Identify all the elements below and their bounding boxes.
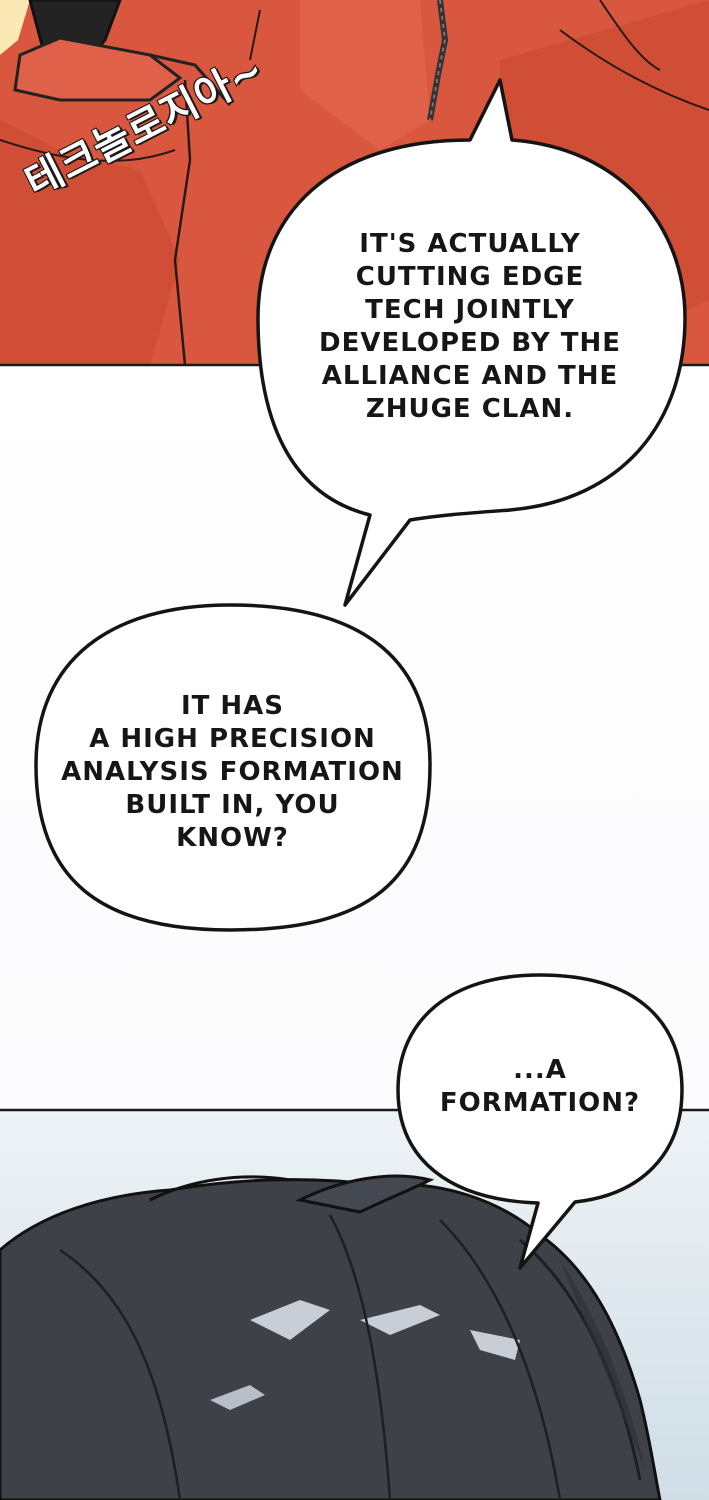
bubble-tech-line: ZHUGE CLAN. — [365, 394, 575, 424]
bubble-tech-line: TECH JOINTLY — [365, 295, 575, 325]
bubble-analysis-line: IT HAS — [180, 691, 285, 721]
speech-bubble-formation — [396, 973, 684, 1270]
bubble-analysis-line: KNOW? — [176, 823, 289, 853]
bubble-formation-line: ...A — [513, 1055, 567, 1085]
bubble-tech-line: CUTTING EDGE — [355, 262, 585, 292]
bubble-tech-line: IT'S ACTUALLY — [359, 229, 581, 259]
bubble-formation-text: ...A FORMATION? — [420, 1054, 660, 1120]
speech-bubble-analysis — [34, 603, 432, 932]
bubble-formation-line: FORMATION? — [439, 1088, 641, 1118]
bottom-panel — [0, 1108, 709, 1500]
bubble-tech-line: ALLIANCE AND THE — [321, 361, 619, 391]
bubble-analysis-line: BUILT IN, YOU — [125, 790, 340, 820]
speech-bubble-tech — [256, 78, 687, 607]
bubble-analysis-text: IT HAS A HIGH PRECISION ANALYSIS FORMATI… — [50, 690, 415, 855]
bubble-tech-line: DEVELOPED BY THE — [319, 328, 621, 358]
bubble-tech-text: IT'S ACTUALLY CUTTING EDGE TECH JOINTLY … — [300, 228, 640, 426]
bubble-analysis-line: A HIGH PRECISION — [89, 724, 376, 754]
bubble-analysis-line: ANALYSIS FORMATION — [61, 757, 404, 787]
